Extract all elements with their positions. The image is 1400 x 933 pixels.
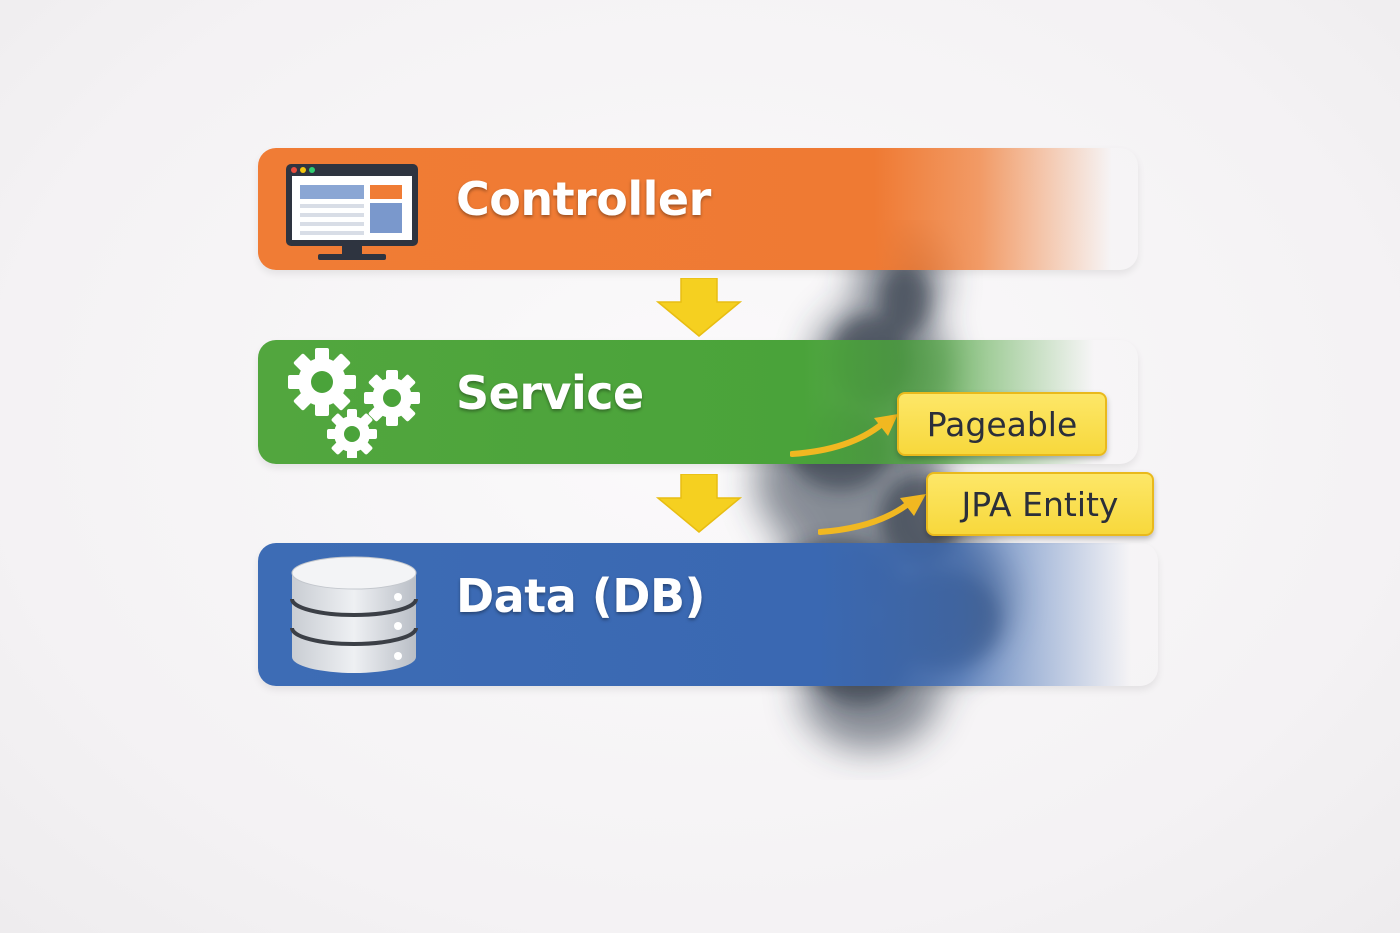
data-layer: Data (DB)	[258, 543, 1158, 686]
gears-icon	[288, 348, 420, 458]
controller-label: Controller	[456, 172, 711, 226]
arrow-down-icon	[656, 278, 742, 337]
database-icon	[290, 556, 418, 673]
data-label: Data (DB)	[456, 569, 706, 623]
service-label: Service	[456, 366, 644, 420]
controller-layer: Controller	[258, 148, 1138, 270]
curved-arrow-icon	[818, 494, 926, 535]
arrow-down-icon	[656, 474, 742, 533]
pageable-tag: Pageable	[897, 392, 1107, 456]
jpa-entity-tag: JPA Entity	[926, 472, 1154, 536]
curved-arrow-icon	[790, 414, 898, 457]
monitor-icon	[286, 164, 418, 260]
